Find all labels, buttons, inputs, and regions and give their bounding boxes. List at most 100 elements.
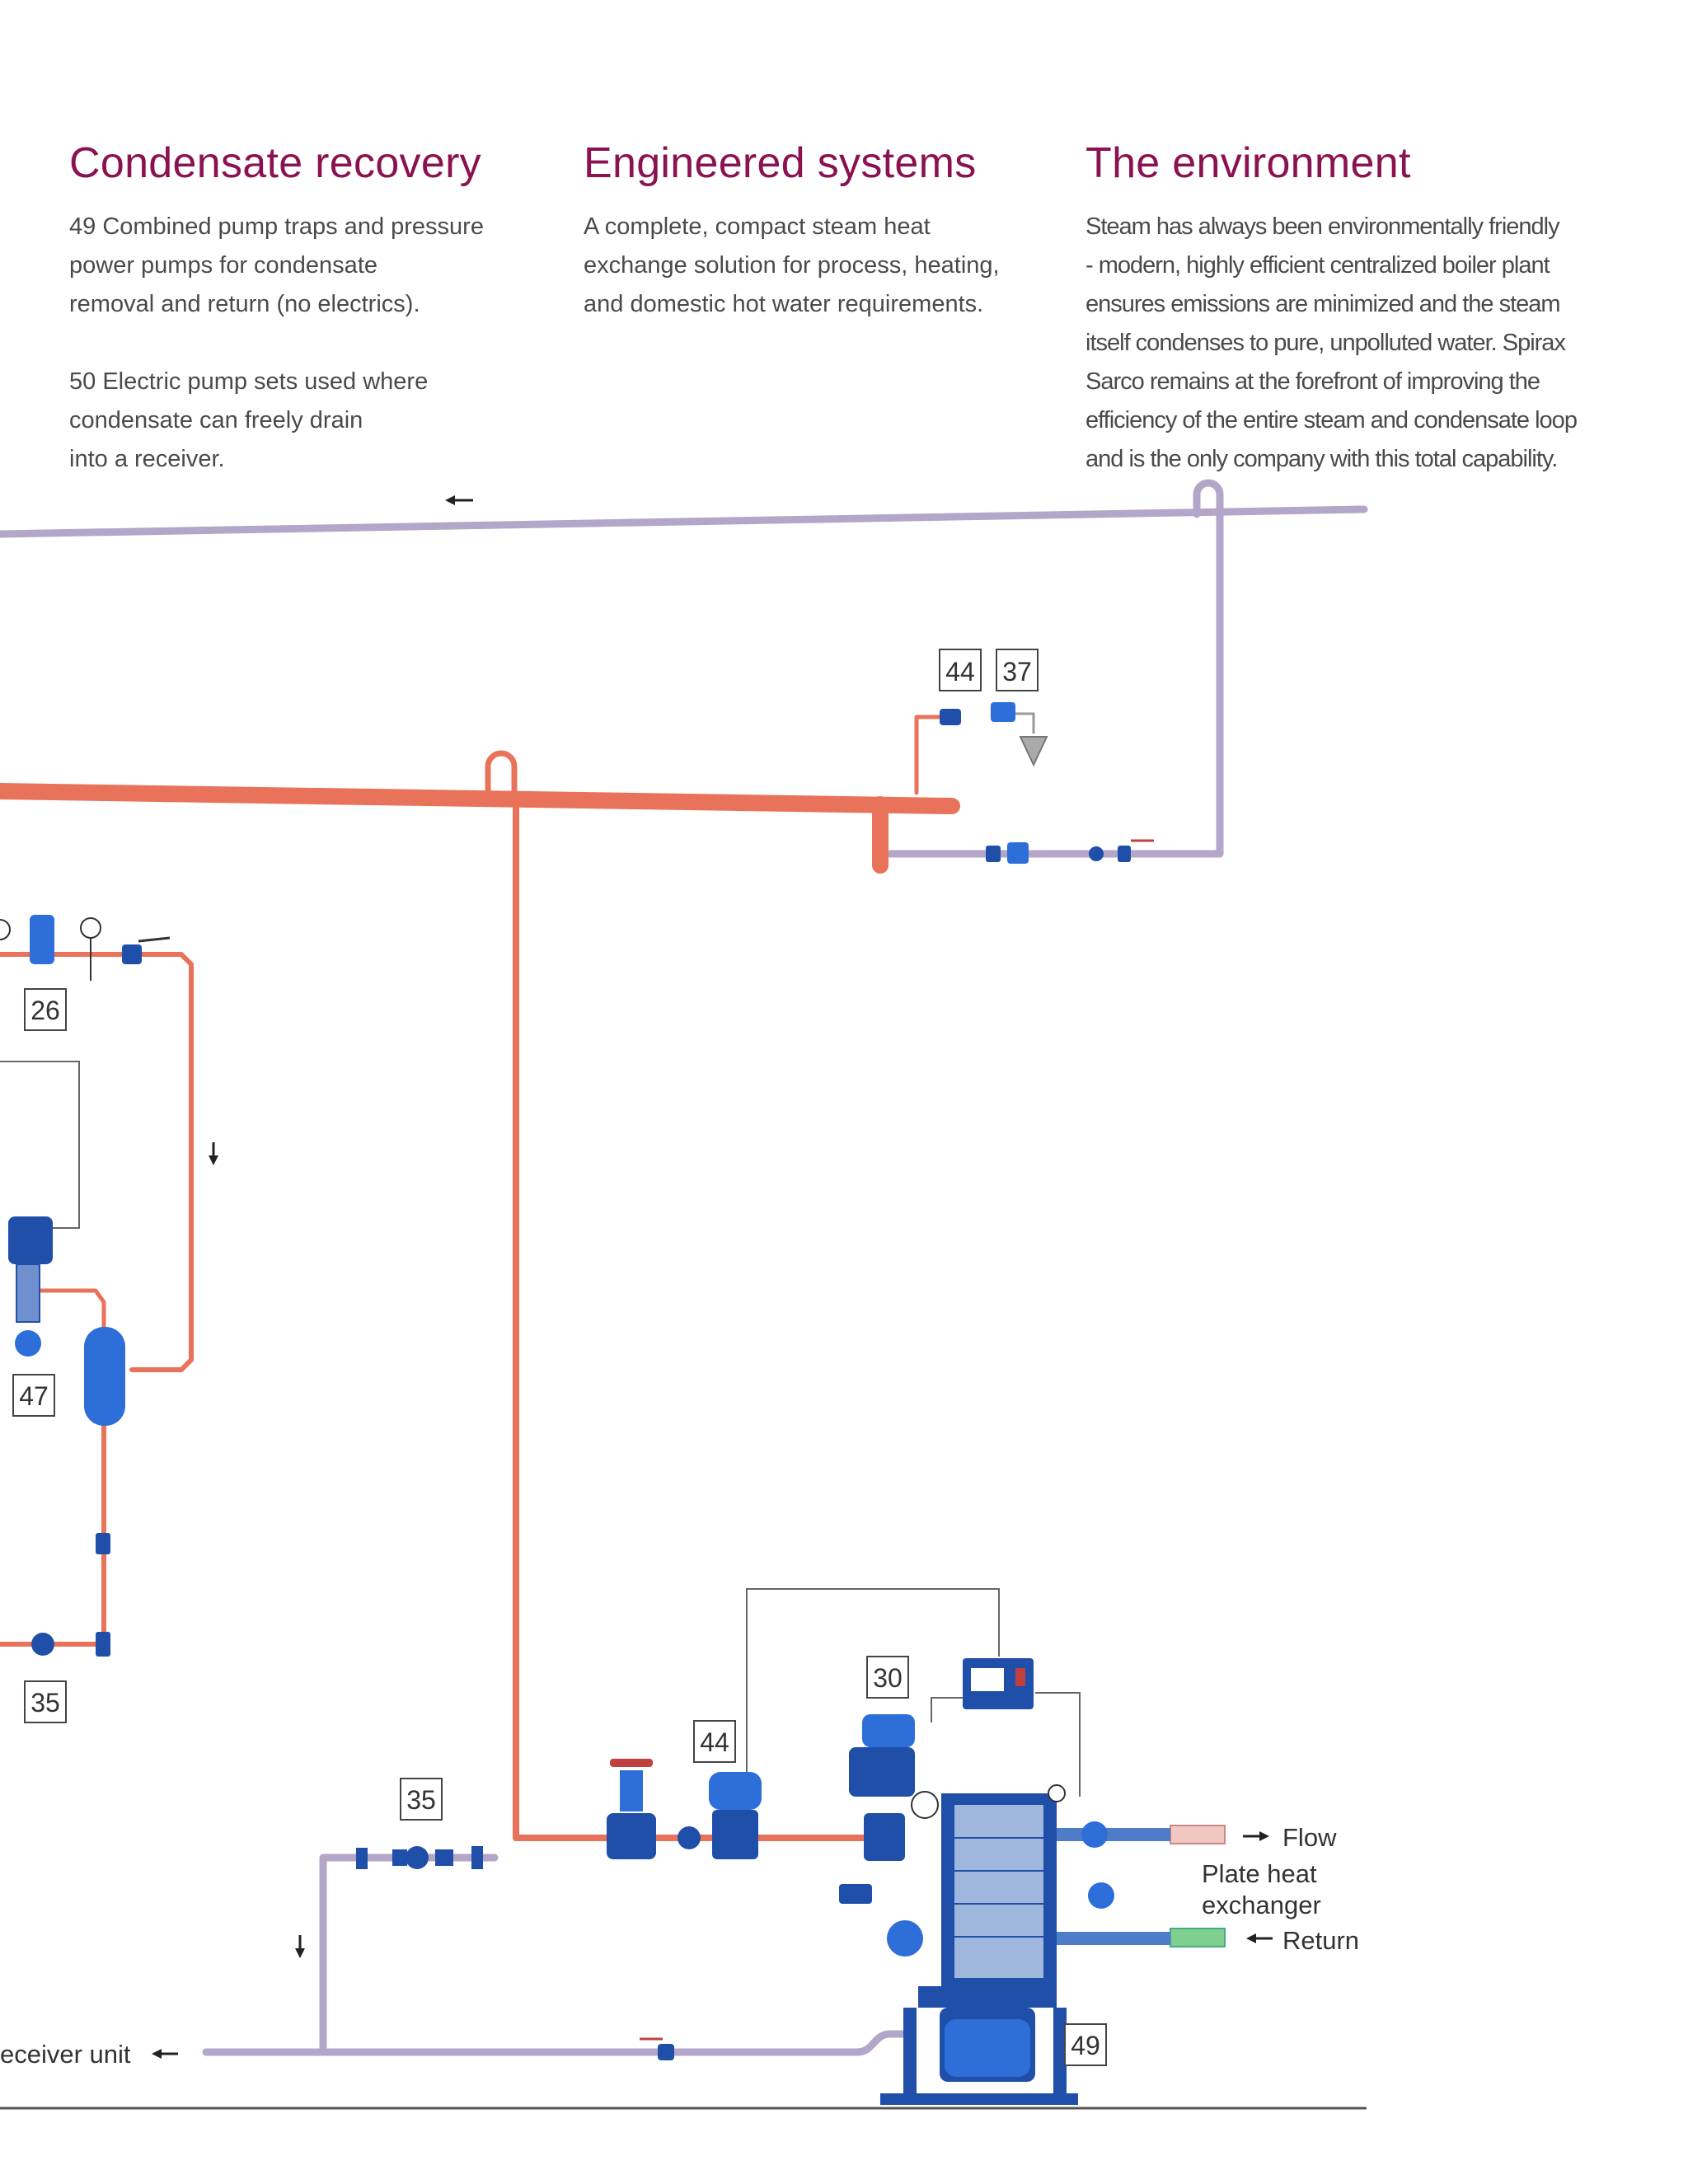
stop-valve	[607, 1759, 656, 1859]
left-control-box	[0, 1061, 80, 1229]
text-line: 50 Electric pump sets used where	[69, 368, 429, 395]
pressure-reducing-valve	[30, 915, 54, 964]
tag-49: 49	[1064, 2023, 1107, 2066]
engineered-systems-paragraph: A complete, compact steam heat exchange …	[584, 208, 1053, 324]
text-line: exchange solution for process, heating,	[584, 252, 1000, 279]
flow-label: Flow	[1282, 1823, 1337, 1852]
tag-37: 37	[996, 649, 1039, 691]
controller-panel	[963, 1658, 1034, 1709]
condensate-drop	[1166, 509, 1224, 858]
steam-pipes	[0, 715, 960, 1841]
tag-label: 47	[19, 1381, 49, 1411]
text-line: A complete, compact steam heat	[584, 213, 931, 240]
tag-35-bottom: 35	[400, 1778, 443, 1821]
tag-44-bottom: 44	[693, 1720, 736, 1763]
flow-arrows	[152, 495, 1273, 2059]
text-line: into a receiver.	[69, 446, 225, 472]
text-line: and is the only company with this total …	[1085, 446, 1558, 472]
left-heater-equipment	[0, 915, 171, 1657]
text-line: power pumps for condensate	[69, 252, 377, 279]
environment-column: The environment Steam has always been en…	[1085, 138, 1621, 479]
pump-trap-unit	[839, 1884, 1078, 2105]
environment-heading: The environment	[1085, 139, 1411, 187]
condensate-recovery-heading: Condensate recovery	[69, 139, 481, 187]
condensate-pipes	[0, 479, 1368, 2056]
text-line: and domestic hot water requirements.	[584, 291, 984, 317]
trap-line-valves	[986, 839, 1154, 864]
control-valve-44	[678, 1772, 762, 1859]
control-valve-30	[849, 1714, 939, 1861]
electric-pumps-paragraph: 50 Electric pump sets used where condens…	[69, 363, 531, 479]
tag-44-top: 44	[939, 649, 982, 691]
control-line-30	[931, 1697, 963, 1722]
return-line-valve	[640, 2037, 674, 2060]
tag-label: 44	[945, 657, 975, 687]
control-valve-actuator	[8, 1216, 53, 1264]
control-line-sensor	[1035, 1692, 1081, 1797]
arrow-right-icon	[1243, 1831, 1269, 1841]
funnel-icon	[1019, 736, 1048, 767]
tag-47: 47	[12, 1374, 55, 1417]
control-lines	[0, 1061, 1081, 1797]
tag-label: 26	[30, 996, 60, 1025]
plate-heat-exchanger	[941, 1784, 1114, 1991]
text-line: Sarco remains at the forefront of improv…	[1085, 368, 1540, 395]
text-line: Steam has always been environmentally fr…	[1085, 213, 1560, 240]
isolation-valve	[122, 944, 142, 964]
text-line: condensate can freely drain	[69, 407, 363, 434]
return-pipe	[1170, 1928, 1226, 1947]
tag-label: 44	[700, 1727, 729, 1757]
equipment	[0, 702, 1154, 2105]
steam-main	[0, 783, 960, 814]
engineered-systems-column: Engineered systems A complete, compact s…	[584, 138, 1053, 324]
arrow-left-icon	[1246, 1933, 1273, 1943]
steam-riser	[914, 715, 950, 795]
tag-label: 35	[30, 1688, 60, 1718]
left-valve-feed	[30, 1288, 106, 1338]
steam-trap-44-top	[940, 702, 1048, 767]
plate-heat-label-line1: Plate heat	[1202, 1859, 1317, 1888]
arrow-down-icon	[295, 1935, 305, 1958]
receiver-unit-label: eceiver unit	[0, 2040, 131, 2069]
hx-drain	[820, 2030, 911, 2056]
tag-35-left: 35	[24, 1680, 67, 1723]
text-line: itself condenses to pure, unpolluted wat…	[1085, 330, 1566, 356]
tag-label: 30	[873, 1663, 903, 1693]
control-line-44	[746, 1588, 1000, 1772]
left-steam-loop	[0, 952, 194, 1372]
tag-label: 35	[406, 1785, 436, 1815]
tag-26: 26	[24, 988, 67, 1031]
tag-label: 49	[1071, 2031, 1100, 2060]
pressure-gauge-icon	[0, 919, 11, 940]
text-line: - modern, highly efficient centralized b…	[1085, 252, 1550, 279]
separator-vessel	[84, 1327, 125, 1426]
tag-label: 37	[1002, 657, 1032, 687]
arrow-left-icon	[445, 495, 473, 505]
text-line: removal and return (no electrics).	[69, 291, 420, 317]
trap-assembly-35	[356, 1846, 483, 1869]
pump-traps-paragraph: 49 Combined pump traps and pressure powe…	[69, 208, 531, 324]
plate-heat-label-line2: exchanger	[1202, 1891, 1321, 1919]
arrow-down-icon	[209, 1142, 218, 1165]
pressure-gauge-icon	[80, 917, 101, 939]
return-label: Return	[1282, 1926, 1359, 1955]
temperature-sensor-icon	[1048, 1784, 1066, 1802]
strainer-icon	[31, 1633, 54, 1656]
top-expansion-loop	[1193, 479, 1224, 518]
control-valve-body	[16, 1263, 40, 1323]
left-condensate-drop	[0, 1399, 106, 1647]
environment-paragraph: Steam has always been environmentally fr…	[1085, 208, 1621, 479]
tag-30: 30	[866, 1656, 909, 1699]
flow-pipe	[1170, 1825, 1226, 1844]
text-line: ensures emissions are minimized and the …	[1085, 291, 1561, 317]
arrow-left-icon	[152, 2049, 178, 2059]
pressure-gauge-icon	[911, 1791, 939, 1819]
steam-expansion-loop	[485, 750, 518, 796]
engineered-systems-heading: Engineered systems	[584, 139, 977, 187]
text-line: 49 Combined pump traps and pressure	[69, 213, 484, 240]
condensate-recovery-column: Condensate recovery 49 Combined pump tra…	[69, 138, 531, 479]
left-drop	[319, 1854, 367, 2056]
text-line: efficiency of the entire steam and conde…	[1085, 407, 1578, 434]
top-condensate-main	[0, 505, 1368, 538]
